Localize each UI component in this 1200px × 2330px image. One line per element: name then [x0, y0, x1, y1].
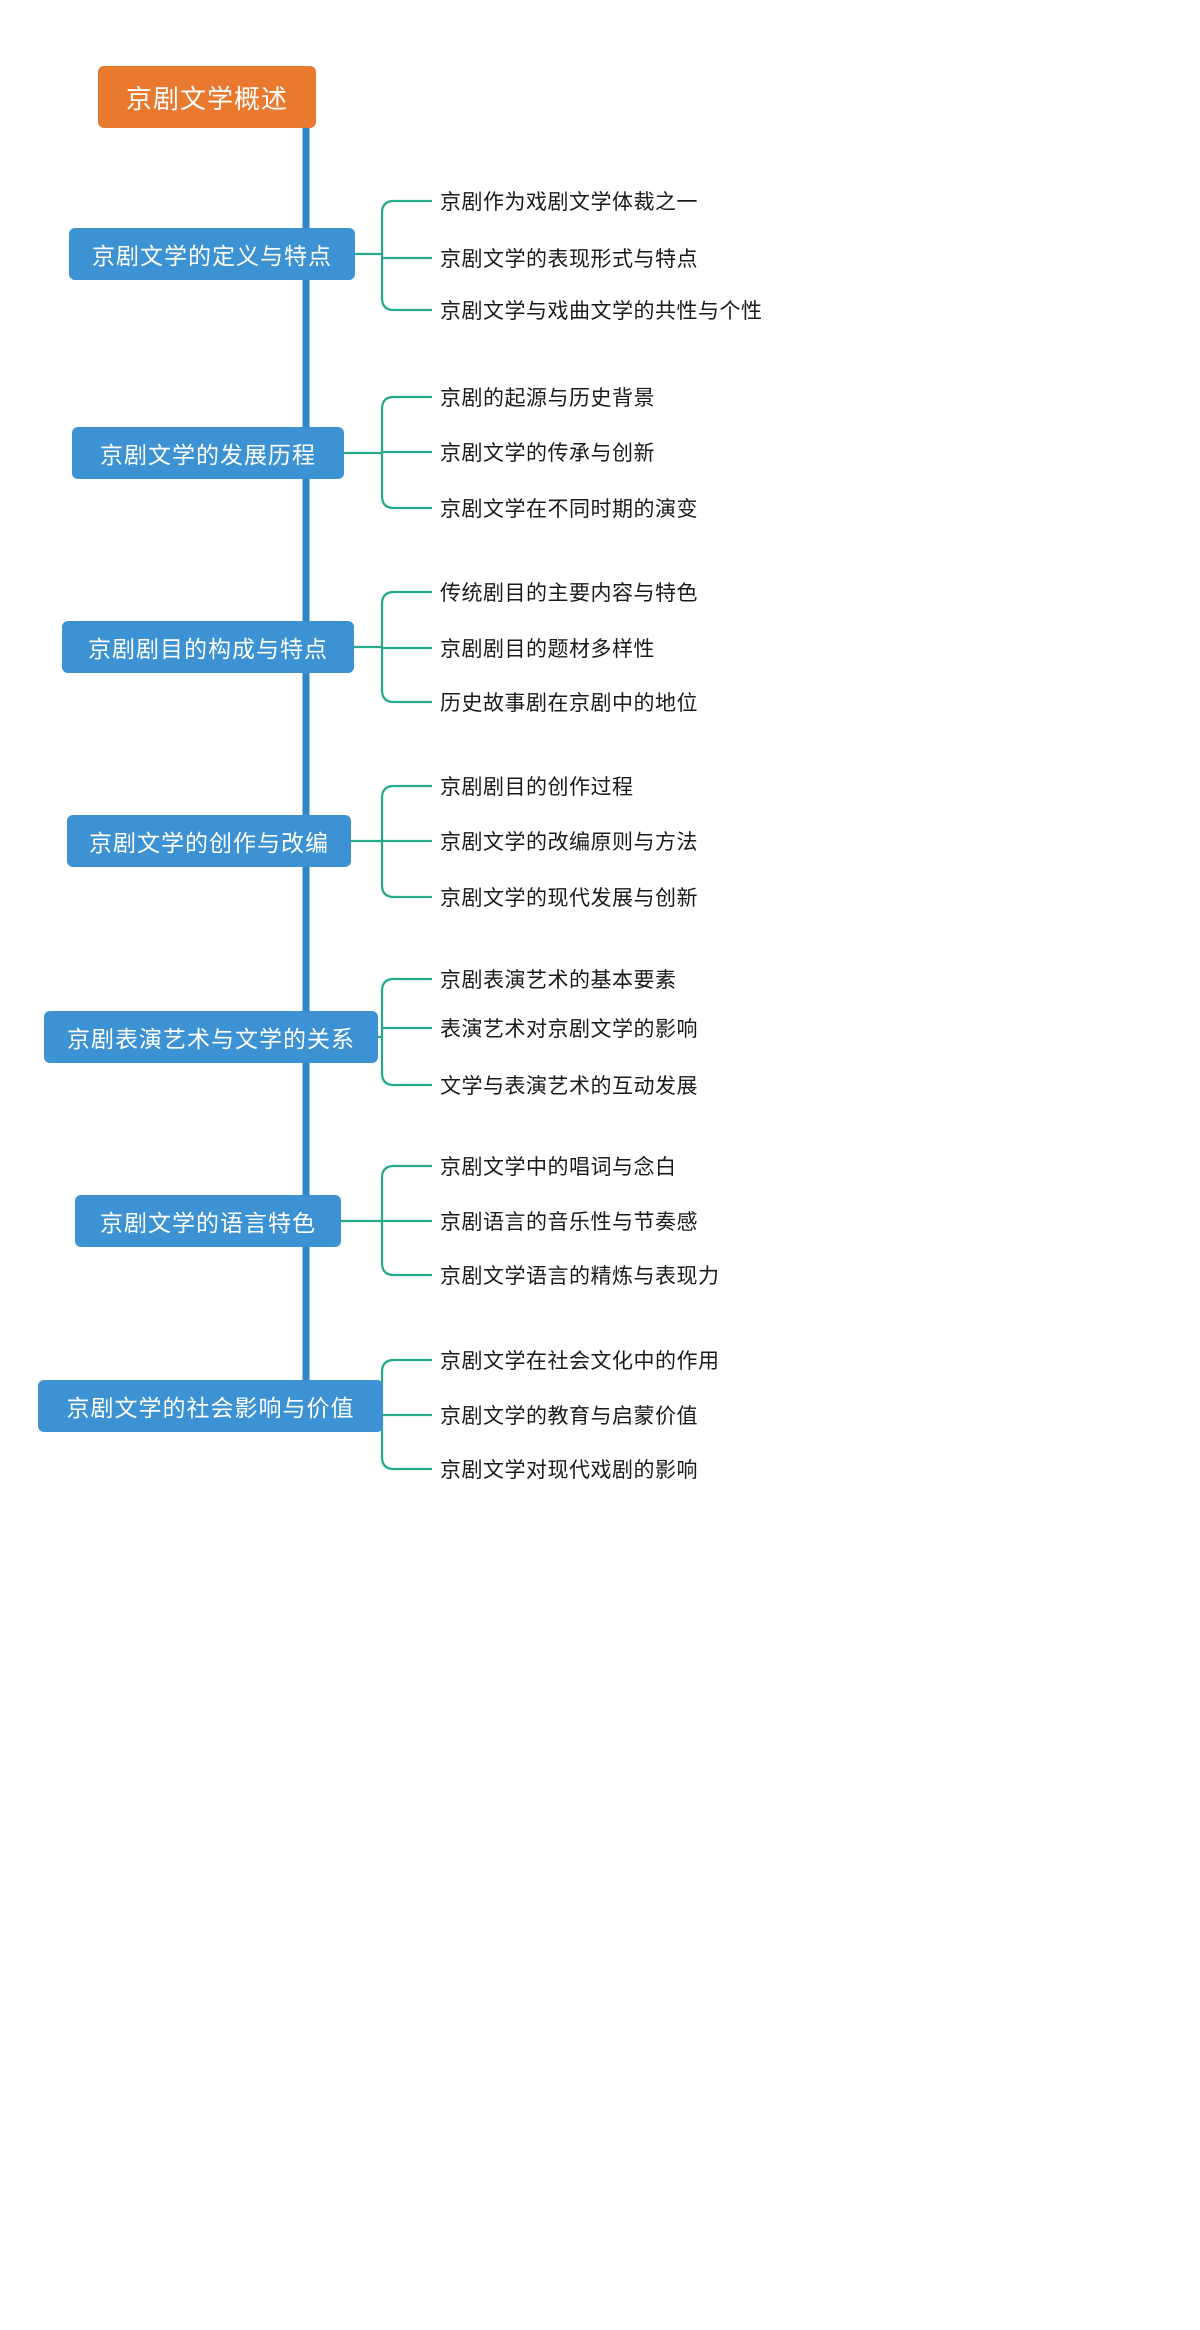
branch-node-7[interactable]: 京剧文学的社会影响与价值 — [38, 1380, 383, 1432]
root-node[interactable]: 京剧文学概述 — [98, 66, 316, 128]
branch-node-2[interactable]: 京剧文学的发展历程 — [72, 427, 344, 479]
leaf-node-5-1[interactable]: 京剧表演艺术的基本要素 — [440, 968, 677, 992]
leaf-node-4-1[interactable]: 京剧剧目的创作过程 — [440, 775, 634, 799]
branch-node-5[interactable]: 京剧表演艺术与文学的关系 — [44, 1011, 378, 1063]
branch-node-4[interactable]: 京剧文学的创作与改编 — [67, 815, 351, 867]
leaf-node-6-2[interactable]: 京剧语言的音乐性与节奏感 — [440, 1210, 698, 1234]
leaf-node-5-3[interactable]: 文学与表演艺术的互动发展 — [440, 1074, 698, 1098]
leaf-node-1-3[interactable]: 京剧文学与戏曲文学的共性与个性 — [440, 299, 763, 323]
leaf-node-4-2[interactable]: 京剧文学的改编原则与方法 — [440, 830, 698, 854]
leaf-node-3-1[interactable]: 传统剧目的主要内容与特色 — [440, 581, 698, 605]
branch-node-1[interactable]: 京剧文学的定义与特点 — [69, 228, 355, 280]
leaf-node-2-1[interactable]: 京剧的起源与历史背景 — [440, 386, 655, 410]
leaf-node-2-2[interactable]: 京剧文学的传承与创新 — [440, 441, 655, 465]
leaf-node-4-3[interactable]: 京剧文学的现代发展与创新 — [440, 886, 698, 910]
leaf-node-7-2[interactable]: 京剧文学的教育与启蒙价值 — [440, 1404, 698, 1428]
leaf-node-3-3[interactable]: 历史故事剧在京剧中的地位 — [440, 691, 698, 715]
branch-node-3[interactable]: 京剧剧目的构成与特点 — [62, 621, 354, 673]
leaf-node-5-2[interactable]: 表演艺术对京剧文学的影响 — [440, 1017, 698, 1041]
leaf-node-1-2[interactable]: 京剧文学的表现形式与特点 — [440, 247, 698, 271]
leaf-node-3-2[interactable]: 京剧剧目的题材多样性 — [440, 637, 655, 661]
leaf-node-2-3[interactable]: 京剧文学在不同时期的演变 — [440, 497, 698, 521]
leaf-connector-lines — [341, 199, 432, 1471]
leaf-node-6-3[interactable]: 京剧文学语言的精炼与表现力 — [440, 1264, 720, 1288]
leaf-node-7-1[interactable]: 京剧文学在社会文化中的作用 — [440, 1349, 720, 1373]
leaf-node-6-1[interactable]: 京剧文学中的唱词与念白 — [440, 1155, 677, 1179]
leaf-node-7-3[interactable]: 京剧文学对现代戏剧的影响 — [440, 1458, 698, 1482]
leaf-node-1-1[interactable]: 京剧作为戏剧文学体裁之一 — [440, 190, 698, 214]
branch-node-6[interactable]: 京剧文学的语言特色 — [75, 1195, 341, 1247]
